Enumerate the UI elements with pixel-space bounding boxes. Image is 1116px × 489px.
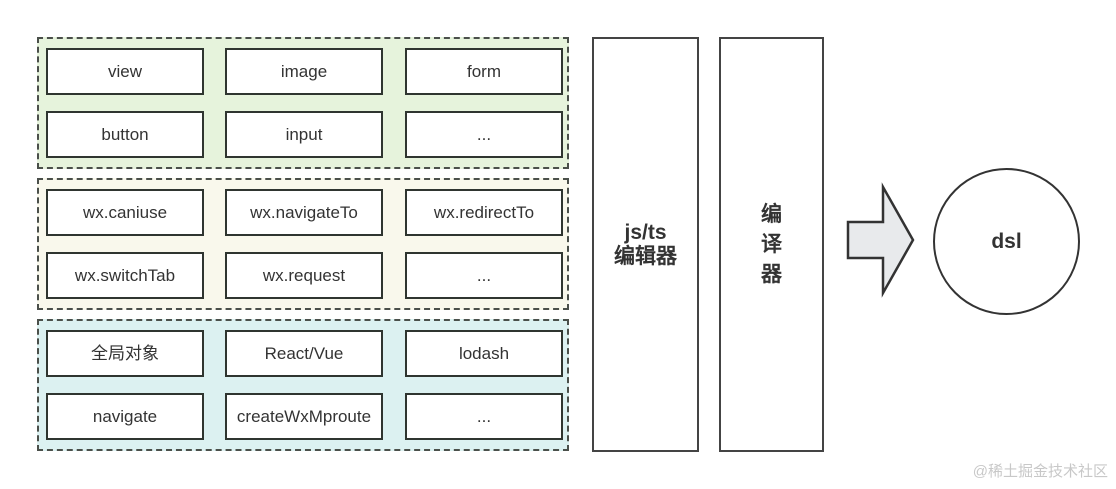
runtime-lodash: lodash (405, 330, 563, 377)
component-more: ... (405, 111, 563, 158)
dsl-output-node: dsl (933, 168, 1080, 315)
component-input: input (225, 111, 383, 158)
arrow-shape (846, 182, 915, 298)
runtime-react-vue: React/Vue (225, 330, 383, 377)
components-group: view image form button input ... (37, 37, 569, 169)
compiler-label: 编译器 (761, 202, 782, 286)
api-request: wx.request (225, 252, 383, 299)
api-caniuse: wx.caniuse (46, 189, 204, 236)
runtime-create-route: createWxMproute (225, 393, 383, 440)
runtime-more: ... (405, 393, 563, 440)
component-image: image (225, 48, 383, 95)
dsl-label: dsl (991, 229, 1022, 253)
apis-group: wx.caniuse wx.navigateTo wx.redirectTo w… (37, 178, 569, 310)
editor-label-line1: js/ts (624, 220, 667, 244)
editor-label-line2: 编辑器 (614, 244, 677, 268)
api-more: ... (405, 252, 563, 299)
watermark: @稀土掘金技术社区 (972, 463, 1108, 480)
component-button: button (46, 111, 204, 158)
right-arrow-icon (846, 182, 915, 298)
runtime-global-object: 全局对象 (46, 330, 204, 377)
component-form: form (405, 48, 563, 95)
api-redirectto: wx.redirectTo (405, 189, 563, 236)
component-view: view (46, 48, 204, 95)
editor-panel: js/ts 编辑器 (592, 37, 699, 452)
compiler-panel: 编译器 (719, 37, 824, 452)
runtime-navigate: navigate (46, 393, 204, 440)
api-switchtab: wx.switchTab (46, 252, 204, 299)
runtime-group: 全局对象 React/Vue lodash navigate createWxM… (37, 319, 569, 451)
api-navigateto: wx.navigateTo (225, 189, 383, 236)
